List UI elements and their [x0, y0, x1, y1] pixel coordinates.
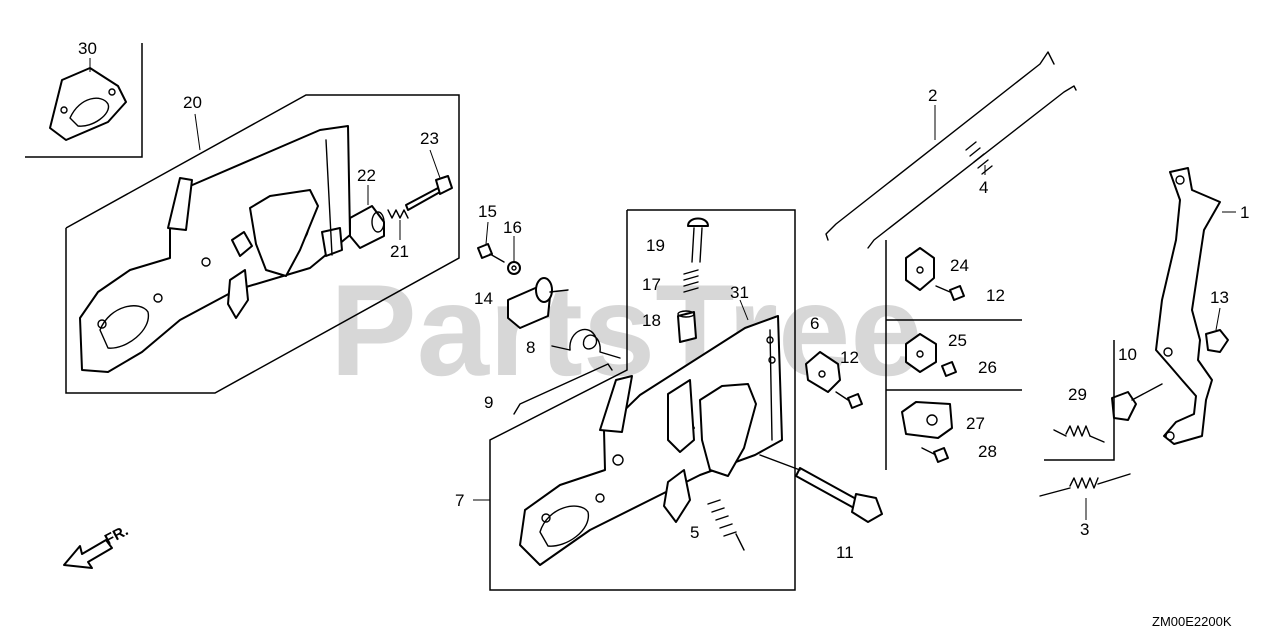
callout-7: 7 [455, 491, 464, 510]
part-17-spring [683, 269, 699, 293]
part-group-24-28 [885, 240, 1022, 470]
callout-14: 14 [474, 289, 493, 308]
callout-26: 26 [978, 358, 997, 377]
part-22-collar [349, 185, 385, 249]
part-30-gasket [25, 43, 143, 158]
part-15-bolt [477, 221, 505, 263]
callout-4: 4 [979, 178, 988, 197]
part-12-bolt-middle [835, 391, 863, 409]
callout-24: 24 [950, 256, 969, 275]
callout-29: 29 [1068, 385, 1087, 404]
part-19-screw [687, 217, 709, 263]
callout-30: 30 [78, 39, 97, 58]
part-27-bracket [901, 401, 953, 439]
callout-22: 22 [357, 166, 376, 185]
callout-25: 25 [948, 331, 967, 350]
part-11-bolt [759, 454, 883, 523]
callout-20: 20 [183, 93, 202, 112]
callout-5: 5 [690, 523, 699, 542]
callout-21: 21 [390, 242, 409, 261]
callout-13: 13 [1210, 288, 1229, 307]
part-18-sleeve [677, 310, 697, 343]
callout-9: 9 [484, 393, 493, 412]
part-10-washer [1111, 383, 1163, 421]
part-12-bolt-upper [935, 285, 965, 301]
part-21-spring [387, 209, 409, 240]
callout-18: 18 [642, 311, 661, 330]
part-29-spring [1044, 340, 1115, 461]
part-25-clip [905, 333, 937, 373]
part-6-clip [805, 351, 841, 393]
part-8-spring [551, 328, 621, 359]
callout-6: 6 [810, 314, 819, 333]
part-23-bolt [405, 149, 453, 211]
part-7-governor-assembly [473, 209, 796, 591]
callout-10: 10 [1118, 345, 1137, 364]
part-16-washer [507, 236, 521, 275]
callout-labels: 1 2 3 4 5 6 7 8 9 10 11 12 12 13 14 15 1… [78, 39, 1249, 562]
callout-3: 3 [1080, 520, 1089, 539]
part-20-governor-assembly [65, 94, 460, 394]
callout-1: 1 [1240, 203, 1249, 222]
part-28-screw [921, 447, 949, 463]
callout-27: 27 [966, 414, 985, 433]
part-4-choke-rod [867, 85, 1077, 249]
callout-12-middle: 12 [840, 348, 859, 367]
callout-12-upper: 12 [986, 286, 1005, 305]
callout-8: 8 [526, 338, 535, 357]
callout-23: 23 [420, 129, 439, 148]
callout-17: 17 [642, 275, 661, 294]
callout-28: 28 [978, 442, 997, 461]
part-3-spring [1039, 473, 1131, 520]
callout-11: 11 [836, 543, 854, 562]
callout-2: 2 [928, 86, 937, 105]
part-5-spring [707, 499, 745, 551]
callout-16: 16 [503, 218, 522, 237]
part-14-control-block [507, 277, 569, 329]
front-direction-arrow: FR. [63, 522, 131, 569]
part-1-control-lever [1155, 167, 1236, 445]
diagram-code: ZM00E2200K [1152, 614, 1232, 629]
callout-15: 15 [478, 202, 497, 221]
callout-19: 19 [646, 236, 665, 255]
part-26-screw [941, 361, 957, 377]
part-13-nut [1205, 307, 1229, 353]
part-2-throttle-rod [825, 51, 1055, 241]
part-24-clip [905, 247, 935, 291]
part-9-rod [513, 363, 613, 415]
callout-31: 31 [730, 283, 749, 302]
